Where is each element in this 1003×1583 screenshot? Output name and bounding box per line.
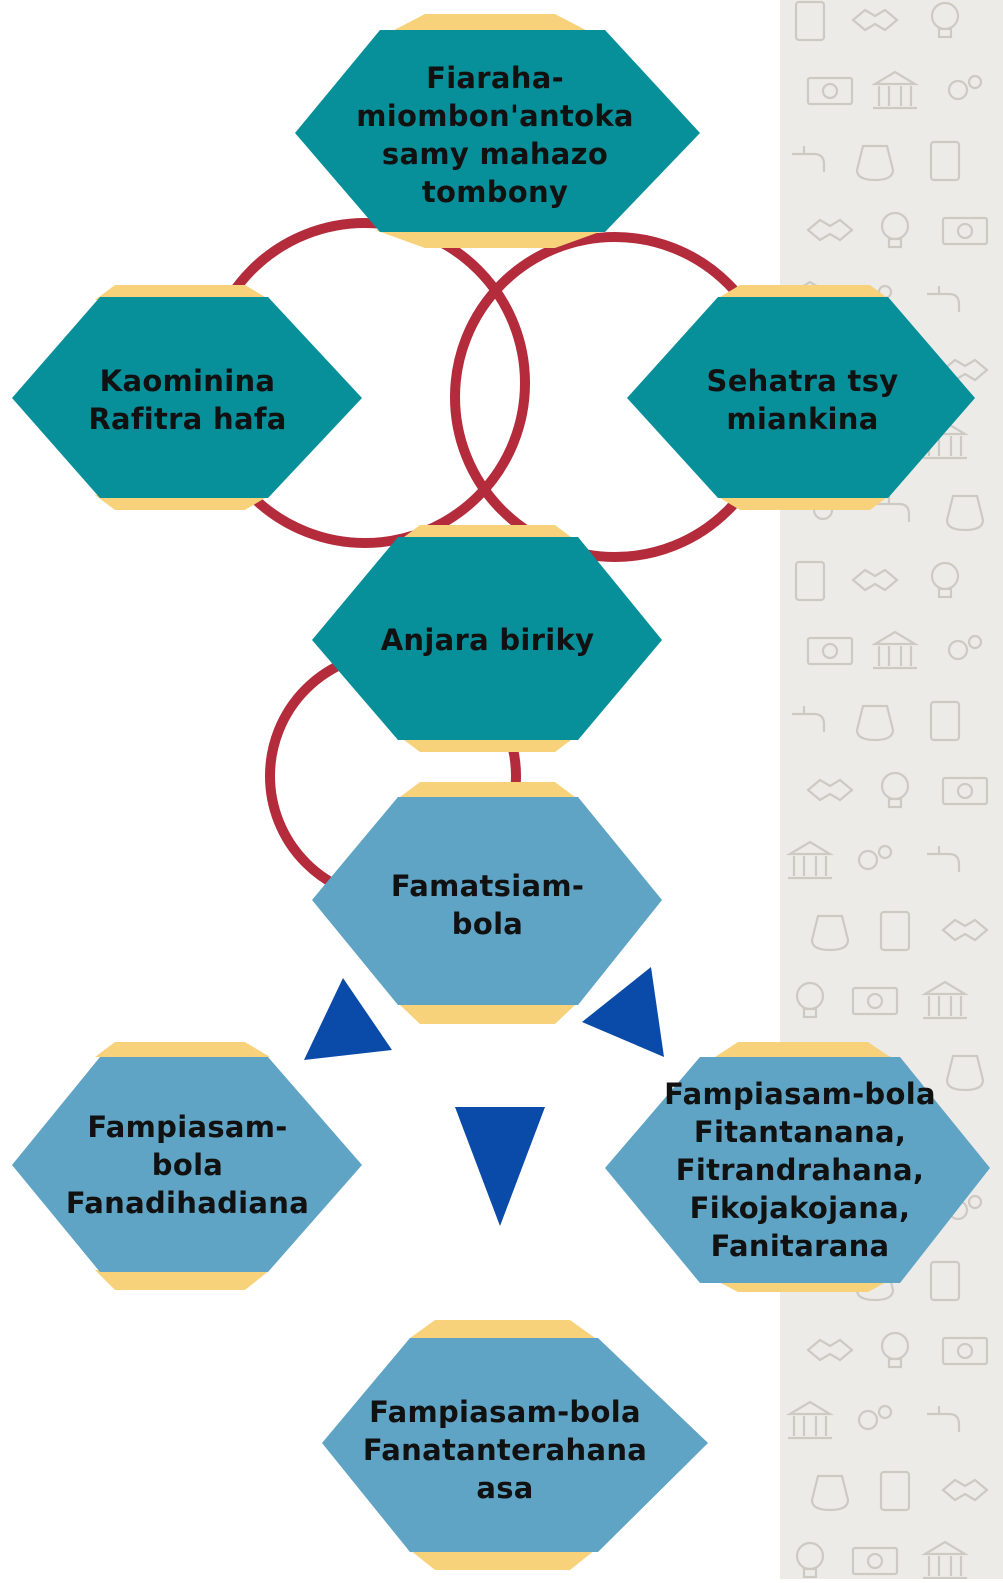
coin-bag-icon <box>810 1474 850 1512</box>
hex-use-maintenance <box>605 1042 990 1292</box>
node-right-label: Sehatra tsy miankina <box>706 364 899 436</box>
banknote-icon <box>851 1546 899 1576</box>
hex-use-expansion <box>322 1320 708 1570</box>
hex-right <box>627 285 975 510</box>
calculator-icon <box>794 560 826 602</box>
bank-icon <box>786 1400 834 1440</box>
handshake-icon <box>851 568 899 592</box>
hex-use-admin <box>12 1042 362 1290</box>
calculator-icon <box>929 140 961 182</box>
bank-icon <box>921 1540 969 1580</box>
handshake-icon <box>941 1478 989 1502</box>
bank-icon <box>786 840 834 880</box>
handshake-icon <box>806 778 854 802</box>
node-use-expansion-label: Fampiasam-bola Fanatanterahana asa <box>362 1395 648 1505</box>
banknote-icon <box>941 776 989 806</box>
node-top-label: Fiaraha- miombon'antoka samy mahazo tomb… <box>356 61 634 209</box>
coin-bag-icon <box>945 1054 985 1092</box>
hex-left <box>12 285 362 510</box>
handshake-icon <box>941 358 989 382</box>
coin-bag-icon <box>945 494 985 532</box>
coin-bag-icon <box>810 914 850 952</box>
coin-bag-icon <box>855 1264 895 1302</box>
banknote-icon <box>806 76 854 106</box>
node-use-maintenance-label: Fampiasam-bola Fitantanana, Fitrandrahan… <box>664 1077 936 1263</box>
hex-funding <box>312 782 662 1024</box>
faucet-icon <box>927 846 961 872</box>
banknote-icon <box>941 1336 989 1366</box>
calculator-icon <box>929 700 961 742</box>
faucet-icon <box>877 496 911 522</box>
gears-icon <box>947 79 969 101</box>
coin-bag-icon <box>855 144 895 182</box>
node-funding-label: Famatsiam- bola <box>390 869 585 941</box>
hex-top <box>295 14 700 248</box>
calculator-icon <box>794 0 826 42</box>
calculator-icon <box>929 1260 961 1302</box>
handshake-icon <box>806 218 854 242</box>
gears-icon <box>857 849 879 871</box>
calculator-icon <box>879 1470 911 1512</box>
calculator-icon <box>879 910 911 952</box>
node-use-admin-label: Fampiasam- bola Fanadihadiana <box>65 1110 310 1220</box>
bank-icon <box>871 70 919 110</box>
faucet-icon <box>927 286 961 312</box>
banknote-icon <box>806 636 854 666</box>
hex-center <box>312 525 662 752</box>
arrow-to-expansion <box>455 1107 545 1226</box>
banknote-icon <box>851 986 899 1016</box>
arrow-to-maintenance <box>582 967 664 1057</box>
faucet-icon <box>792 706 826 732</box>
handshake-icon <box>941 918 989 942</box>
bank-icon <box>871 630 919 670</box>
faucet-icon <box>927 1406 961 1432</box>
handshake-icon <box>806 1338 854 1362</box>
side-pattern-panel <box>780 0 1003 1580</box>
banknote-icon <box>941 216 989 246</box>
node-center-label: Anjara biriky <box>380 623 595 657</box>
bank-icon <box>921 980 969 1020</box>
handshake-icon <box>851 8 899 32</box>
faucet-icon <box>792 146 826 172</box>
gears-icon <box>947 639 969 661</box>
coin-bag-icon <box>855 704 895 742</box>
node-left-label: Kaominina Rafitra hafa <box>88 364 287 436</box>
gears-icon <box>857 1409 879 1431</box>
arrow-to-admin <box>304 978 392 1060</box>
